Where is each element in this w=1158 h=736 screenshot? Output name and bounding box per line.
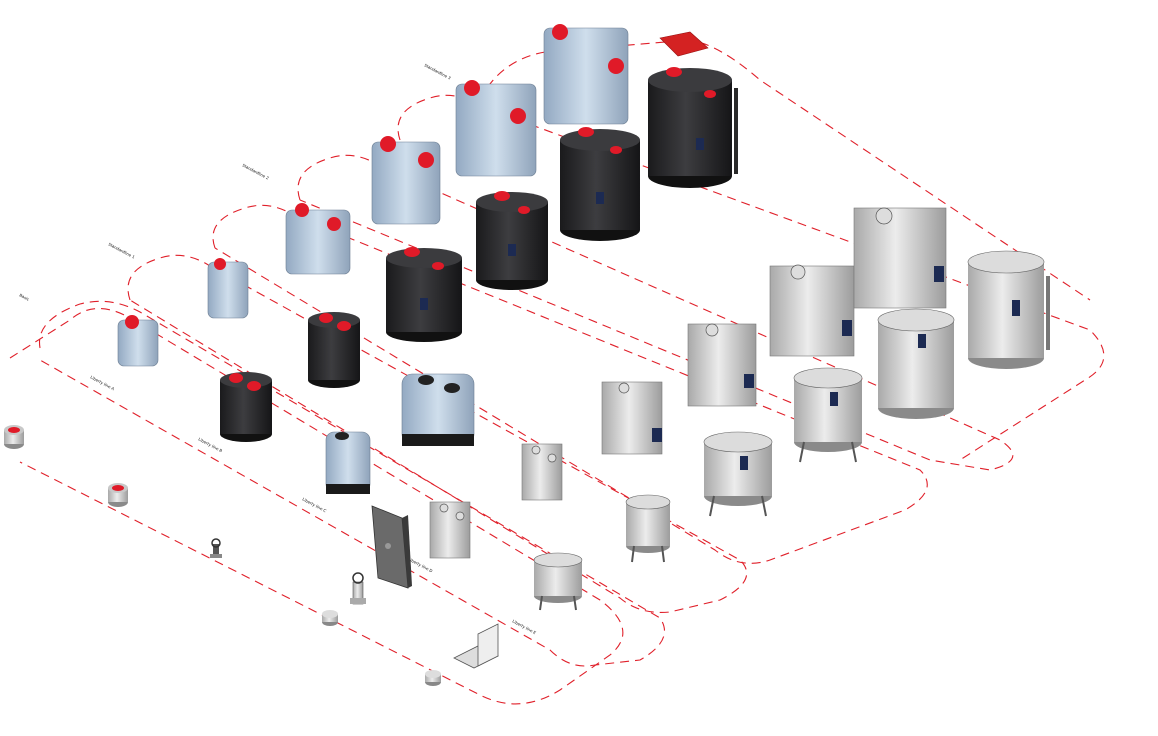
tank-icon xyxy=(601,381,663,455)
tank-icon xyxy=(401,373,475,446)
tank-icon xyxy=(687,323,757,407)
label-row2: Standardline 2 xyxy=(242,162,271,180)
tank-icon xyxy=(455,80,537,177)
label-sub5: Liberty line E xyxy=(512,618,538,635)
boundary-loop-4 xyxy=(212,204,928,564)
label-row1: Standardline 1 xyxy=(108,241,137,259)
tank-icon xyxy=(533,552,583,611)
tank-icon xyxy=(117,315,159,367)
small-tank-icon xyxy=(108,483,128,507)
label-row0: Basic xyxy=(19,292,31,301)
bracket-icon xyxy=(453,623,499,669)
boundary-loop-1 xyxy=(9,307,624,705)
tank-icon xyxy=(793,367,863,463)
tank-icon xyxy=(560,127,640,241)
boundary-loop-2 xyxy=(38,300,665,667)
tank-icon xyxy=(285,203,351,275)
tank-icon xyxy=(429,501,471,559)
tank-icon xyxy=(220,372,272,442)
tank-icon xyxy=(386,247,462,342)
small-tank-icon xyxy=(4,425,24,449)
tank-icon xyxy=(207,258,249,319)
tank-icon xyxy=(648,67,738,188)
boundary-loop-5 xyxy=(297,154,1014,471)
tank-icon xyxy=(543,24,629,125)
tank-icon xyxy=(853,207,947,309)
tank-icon xyxy=(325,431,371,494)
tank-icon xyxy=(877,308,955,419)
tank-icon xyxy=(476,191,548,290)
label-sub1: Liberty line A xyxy=(90,374,116,391)
boundary-loop-3 xyxy=(127,254,748,613)
tank-icon xyxy=(308,312,360,388)
tank-icon xyxy=(769,264,855,357)
tank-icon xyxy=(625,494,671,563)
steel-tanks xyxy=(429,207,1050,611)
flange-icon xyxy=(425,670,441,686)
sign-icon xyxy=(371,505,412,589)
valve-icon xyxy=(350,572,366,605)
basic-items xyxy=(4,425,499,686)
tank-icon xyxy=(703,431,773,517)
black-tanks xyxy=(220,31,738,442)
flange-icon xyxy=(322,610,338,626)
tank-icon xyxy=(371,136,441,225)
blue-tanks xyxy=(117,24,629,494)
tank-icon xyxy=(521,443,563,501)
label-sub2: Liberty line B xyxy=(198,436,224,453)
sign-icon xyxy=(659,31,709,57)
valve-icon xyxy=(210,538,222,558)
label-row3: Standardline 3 xyxy=(424,62,453,80)
tank-icon xyxy=(967,250,1050,369)
